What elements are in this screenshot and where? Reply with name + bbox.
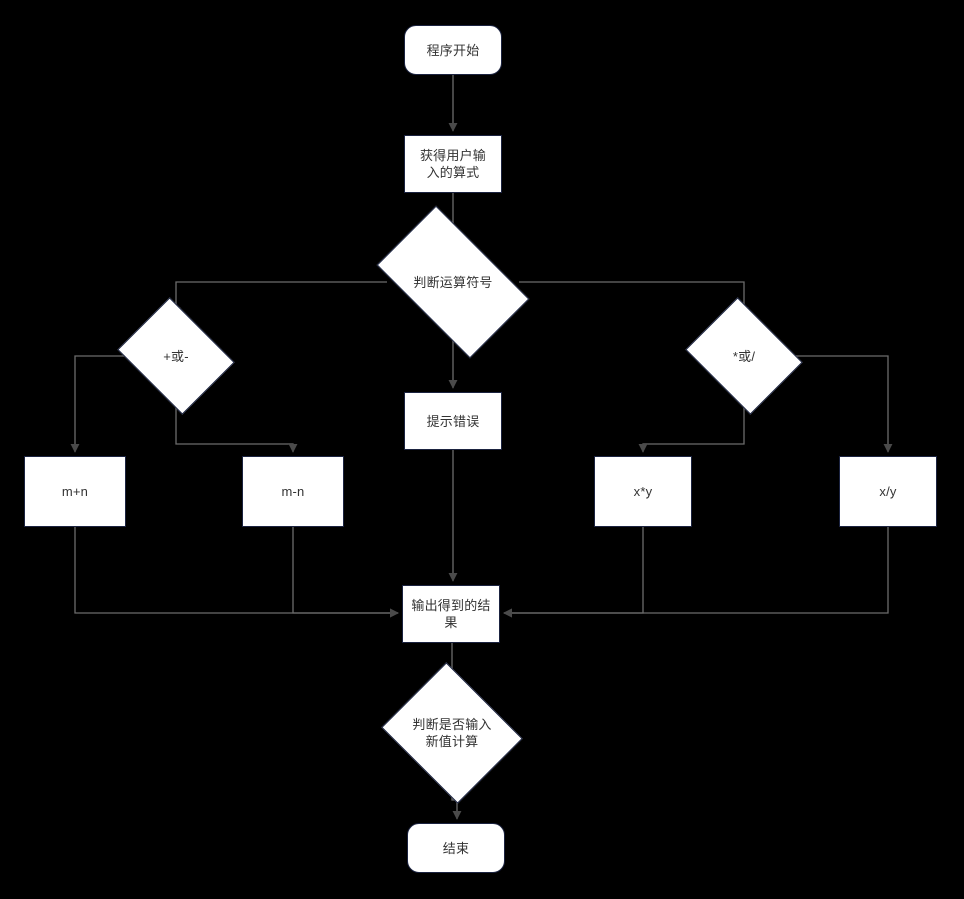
node-start-label: 程序开始 (426, 42, 480, 58)
node-end[interactable]: 结束 (407, 823, 505, 873)
node-muldiv-decision[interactable]: *或/ (685, 297, 803, 415)
node-output-result-label: 输出得到的结 果 (411, 598, 491, 630)
edge-x-div-y-to-output (503, 527, 889, 618)
node-x-times-y-label: x*y (633, 484, 653, 499)
node-get-user-input[interactable]: 获得用户输 入的算式 (404, 135, 502, 193)
node-get-user-input-label: 获得用户输 入的算式 (419, 148, 486, 180)
node-addsub-decision[interactable]: +或- (117, 297, 235, 415)
node-output-result[interactable]: 输出得到的结 果 (402, 585, 500, 643)
node-show-error[interactable]: 提示错误 (404, 392, 502, 450)
node-m-plus-n[interactable]: m+n (24, 456, 126, 527)
node-again-decision-label: 判断是否输入 新值计算 (412, 717, 492, 749)
edge-operator-to-addsub-decision (171, 281, 387, 316)
node-x-times-y[interactable]: x*y (594, 456, 692, 527)
node-operator-decision[interactable]: 判断运算符号 (376, 205, 530, 359)
node-end-label: 结束 (442, 840, 470, 856)
edge-addsub-to-m-plus-n (70, 355, 130, 453)
node-muldiv-decision-label: *或/ (732, 348, 756, 364)
node-start[interactable]: 程序开始 (404, 25, 502, 75)
edge-m-minus-n-to-output (292, 527, 399, 618)
edge-muldiv-to-x-div-y (790, 355, 893, 453)
node-again-decision[interactable]: 判断是否输入 新值计算 (381, 662, 523, 804)
node-operator-decision-label: 判断运算符号 (413, 274, 493, 290)
edge-m-plus-n-to-output (74, 527, 399, 618)
node-addsub-decision-label: +或- (163, 348, 189, 364)
node-show-error-label: 提示错误 (426, 413, 480, 429)
edge-x-times-y-to-output (503, 527, 644, 618)
node-x-div-y[interactable]: x/y (839, 456, 937, 527)
node-m-minus-n[interactable]: m-n (242, 456, 344, 527)
node-m-plus-n-label: m+n (61, 484, 89, 499)
edge-muldiv-to-x-times-y (638, 393, 745, 453)
node-m-minus-n-label: m-n (281, 484, 305, 499)
node-x-div-y-label: x/y (879, 484, 897, 499)
edge-operator-to-muldiv-decision (519, 281, 749, 316)
